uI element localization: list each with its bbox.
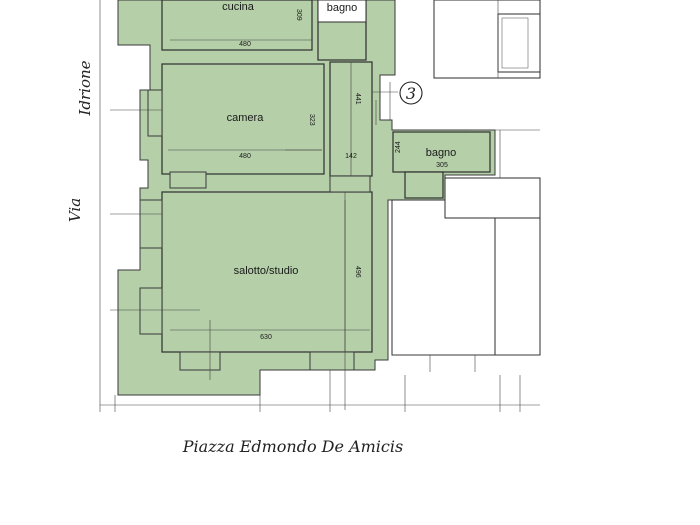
room-bagno-right: bagno 305 244	[392, 131, 491, 199]
dim-camera-width: 480	[239, 153, 251, 160]
street-label-vertical: Idrione Via	[66, 60, 94, 222]
unit-marker: 3	[399, 81, 423, 105]
room-camera: camera 480 323	[161, 63, 325, 175]
dim-corridor-height: 441	[354, 93, 361, 105]
dim-corridor-width: 142	[345, 153, 357, 160]
room-label-salotto: salotto/studio	[234, 265, 299, 277]
dim-salotto-height: 496	[354, 266, 361, 278]
room-cucina: cucina 480 309	[161, 0, 313, 51]
dim-cucina-width: 480	[239, 41, 251, 48]
room-label-bagno-top: bagno	[327, 2, 358, 14]
dim-cucina-height: 309	[295, 9, 302, 21]
dim-bagno-right-width: 305	[436, 162, 448, 169]
dimension-lines	[99, 0, 540, 412]
room-salotto-studio: salotto/studio 630 496	[161, 191, 373, 353]
window-bays	[139, 89, 371, 371]
street-label-bottom: Piazza Edmondo De Amicis	[182, 437, 403, 456]
street-word-via: Via	[66, 198, 84, 222]
dim-camera-height: 323	[308, 114, 315, 126]
dim-salotto-width: 630	[260, 334, 272, 341]
room-label-camera: camera	[227, 112, 265, 124]
room-corridor: 142 441	[329, 61, 373, 177]
room-label-cucina: cucina	[222, 1, 255, 13]
neighbor-units	[391, 0, 541, 372]
street-word-idrione: Idrione	[76, 60, 94, 116]
dim-bagno-right-height: 244	[395, 141, 402, 153]
room-label-bagno-right: bagno	[426, 147, 457, 159]
room-bagno-top: bagno	[317, 0, 367, 61]
unit-marker-number: 3	[406, 84, 416, 103]
